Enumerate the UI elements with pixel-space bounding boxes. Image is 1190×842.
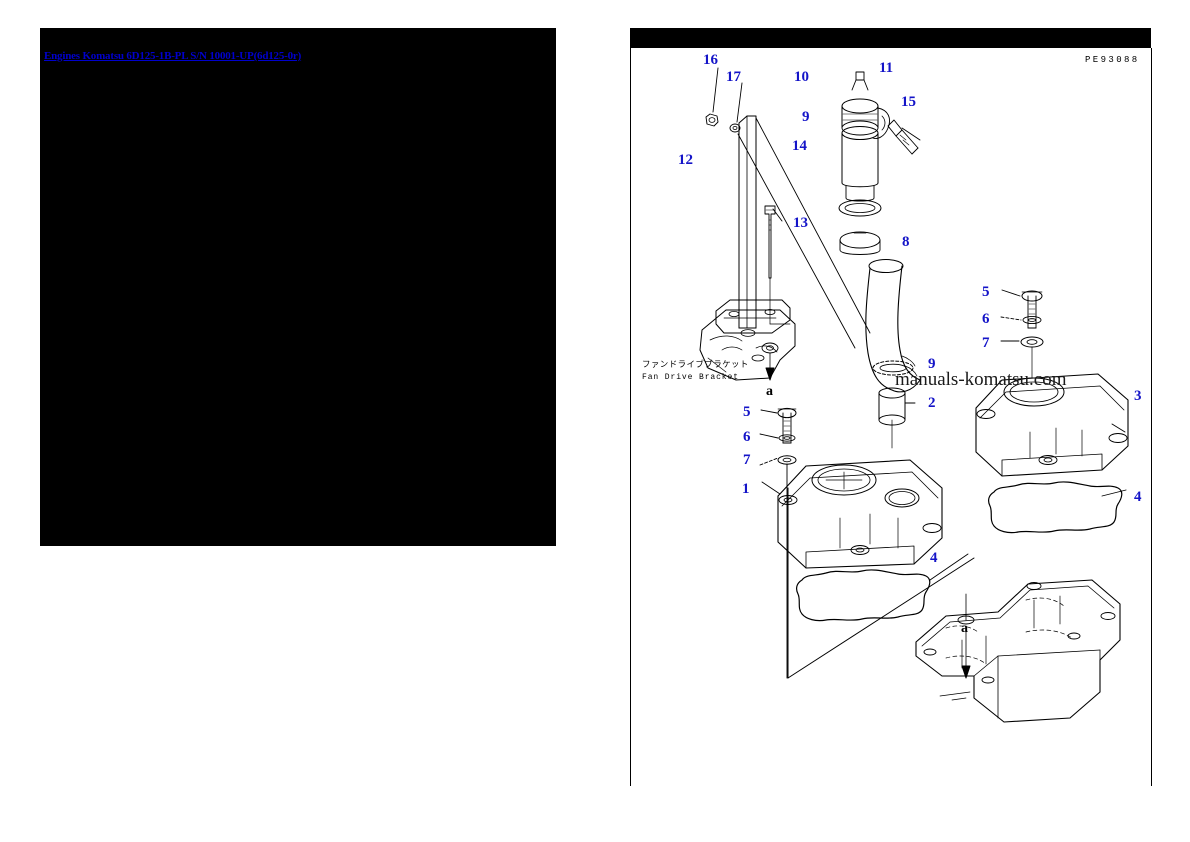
callout-4-right: 4	[1134, 489, 1142, 505]
callout-8: 8	[902, 234, 910, 250]
callout-13: 13	[793, 215, 808, 231]
callout-9-lower: 9	[928, 356, 936, 372]
diagram-header-bar	[630, 28, 1151, 48]
callout-1: 1	[742, 481, 750, 497]
diagram-line-art	[699, 67, 1129, 723]
callout-7-lower: 7	[743, 452, 751, 468]
group-label-english: Fan Drive Bracket	[642, 373, 739, 382]
section-marker-a-right: a	[961, 621, 968, 636]
callout-6-middle: 6	[982, 311, 990, 327]
callout-5-middle: 5	[982, 284, 990, 300]
callout-6-lower: 6	[743, 429, 751, 445]
diagram-frame-right-border	[1151, 48, 1152, 786]
diagram-frame-left-border	[630, 48, 631, 786]
document-title-link[interactable]: Engines Komatsu 6D125-1B-PL S/N 10001-UP…	[44, 50, 302, 62]
callout-3: 3	[1134, 388, 1142, 404]
callout-2: 2	[928, 395, 936, 411]
callout-12: 12	[678, 152, 693, 168]
section-marker-a-left: a	[766, 384, 773, 399]
callout-15: 15	[901, 94, 916, 110]
callout-4-left: 4	[930, 550, 938, 566]
diagram-sheet-code: PE93088	[1085, 55, 1140, 65]
callout-10: 10	[794, 69, 809, 85]
callout-16: 16	[703, 52, 718, 68]
callout-14: 14	[792, 138, 807, 154]
callout-7-middle: 7	[982, 335, 990, 351]
callout-17: 17	[726, 69, 741, 85]
callout-5-lower: 5	[743, 404, 751, 420]
callout-9-upper: 9	[802, 109, 810, 125]
document-preview-panel: Engines Komatsu 6D125-1B-PL S/N 10001-UP…	[40, 28, 556, 546]
parts-diagram-panel: PE93088	[630, 28, 1153, 786]
callout-11: 11	[879, 60, 894, 76]
watermark-text: manuals-komatsu.com	[895, 369, 1067, 390]
group-label-japanese: ファンドライブブラケット	[642, 360, 749, 370]
